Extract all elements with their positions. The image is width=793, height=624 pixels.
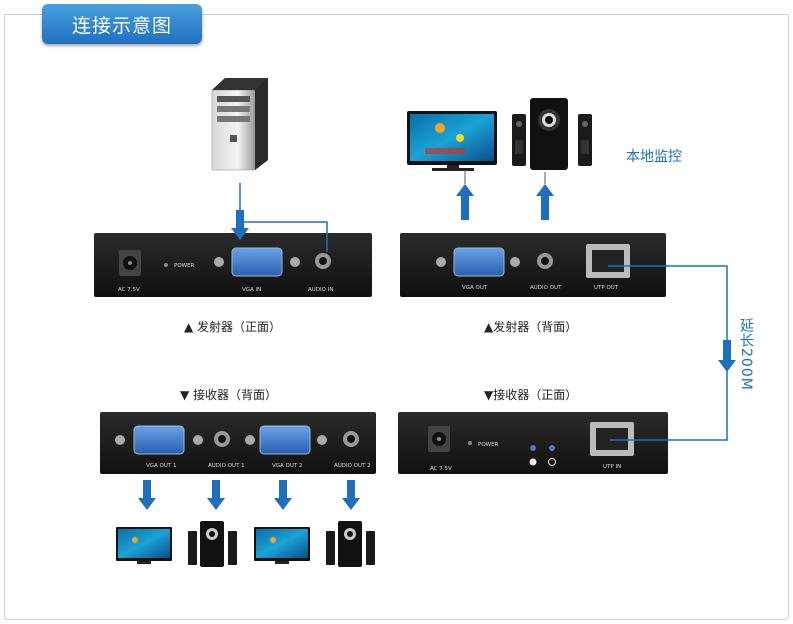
ac-label: AC 7.5V [118, 287, 140, 293]
audio-out1-label: AUDIO OUT 1 [208, 463, 245, 469]
vga-out-label: VGA OUT [462, 285, 488, 291]
tx-front-label: ▲ 发射器（正面） [184, 320, 282, 334]
transmitter-front-box [94, 233, 372, 297]
power-label: POWER [174, 263, 195, 269]
audio-in-label: AUDIO IN [308, 287, 333, 293]
audio-out2-label: AUDIO OUT 2 [334, 463, 371, 469]
vga-out2-label: VGA OUT 2 [272, 463, 303, 469]
content-frame [4, 14, 789, 620]
monitor-icon [407, 111, 497, 171]
audio-out-label: AUDIO OUT [530, 285, 562, 291]
utp-out-label: UTP OUT [594, 285, 619, 291]
rx-ac-label: AC 7.5V [430, 466, 452, 472]
page-title: 连接示意图 [42, 4, 202, 44]
speaker-set-icon [512, 98, 592, 170]
speaker-set-icon-1 [188, 521, 237, 567]
vga-out1-label: VGA OUT 1 [146, 463, 177, 469]
local-monitor-label: 本地监控 [626, 149, 682, 165]
header-line [4, 14, 789, 15]
computer-tower-icon [211, 78, 268, 171]
tx-back-label: ▲发射器（背面） [484, 320, 578, 334]
monitor-icon-1 [116, 527, 172, 564]
signal-arrows [138, 184, 736, 510]
thin-lines [464, 170, 546, 184]
receiver-front-box [398, 412, 668, 474]
extend-label: 延长200M [738, 318, 754, 391]
vga-in-label: VGA IN [242, 287, 261, 293]
monitor-icon-2 [254, 527, 310, 564]
receiver-back-box [100, 412, 376, 474]
rx-back-label: ▼ 接收器（背面） [180, 388, 278, 402]
utp-in-label: UTP IN [603, 464, 621, 470]
transmitter-back-box [400, 233, 666, 297]
rx-power-label: POWER [478, 442, 499, 448]
rx-front-label: ▼接收器（正面） [484, 388, 578, 402]
speaker-set-icon-2 [326, 521, 375, 567]
